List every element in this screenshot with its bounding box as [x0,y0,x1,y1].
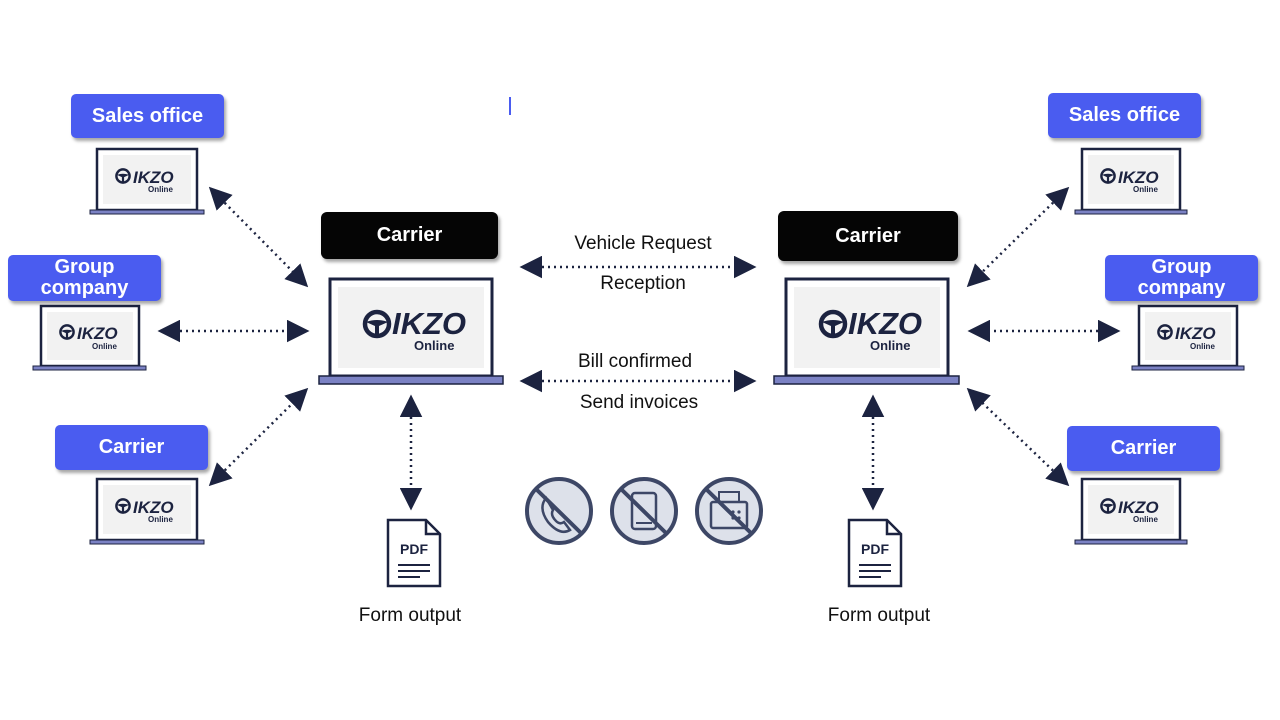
caption-send-invoices: Send invoices [579,392,699,413]
logo-subtext: Online [1190,342,1215,351]
caption-vehicle-request: Vehicle Request [574,233,712,254]
logo-text: IKZO [1118,498,1159,517]
arrow-carrier-left [208,387,309,487]
node-carrier-main-left: Carrier [321,212,498,259]
logo-subtext: Online [414,338,454,353]
laptop-left-carrier: IKZO Online [89,477,205,545]
no-mobile-icon [610,477,678,545]
laptop-right-sales-office: IKZO Online [1074,147,1188,215]
arrow-sales-left [208,186,309,288]
pdf-icon-left: PDF [386,518,442,588]
node-carrier-right: Carrier [1067,426,1220,471]
logo-subtext: Online [1133,515,1158,524]
laptop-right-main: IKZO Online [773,277,960,385]
logo-subtext: Online [148,185,173,194]
no-fax-icon [695,477,763,545]
pdf-label: PDF [861,541,889,557]
logo-subtext: Online [148,515,173,524]
logo-text: IKZO [1175,324,1216,343]
logo-text: IKZO [133,168,174,187]
logo-text: IKZO [133,498,174,517]
logo-subtext: Online [1133,185,1158,194]
laptop-left-sales-office: IKZO Online [89,147,205,215]
pdf-icon-right: PDF [847,518,903,588]
node-group-company-right: Group company [1105,255,1258,301]
node-sales-office-left: Sales office [71,94,224,138]
no-phone-icon [525,477,593,545]
logo-text: IKZO [848,306,922,341]
laptop-left-main: IKZO Online [318,277,504,385]
logo-text: IKZO [77,324,118,343]
node-sales-office-right: Sales office [1048,93,1201,138]
caption-bill-confirmed: Bill confirmed [577,351,693,372]
pdf-label: PDF [400,541,428,557]
caption-form-output-right: Form output [827,605,931,626]
logo-subtext: Online [92,342,117,351]
caption-reception: Reception [600,273,686,294]
arrow-sales-right [966,186,1070,288]
logo-text: IKZO [392,306,466,341]
logo-text: IKZO [1118,168,1159,187]
laptop-right-group-company: IKZO Online [1131,304,1245,371]
node-carrier-left: Carrier [55,425,208,470]
logo-subtext: Online [870,338,910,353]
laptop-right-carrier: IKZO Online [1074,477,1188,545]
laptop-left-group-company: IKZO Online [32,304,147,371]
caption-form-output-left: Form output [358,605,462,626]
node-group-company-left: Group company [8,255,161,301]
node-carrier-main-right: Carrier [778,211,958,261]
arrow-carrier-right [966,387,1070,487]
